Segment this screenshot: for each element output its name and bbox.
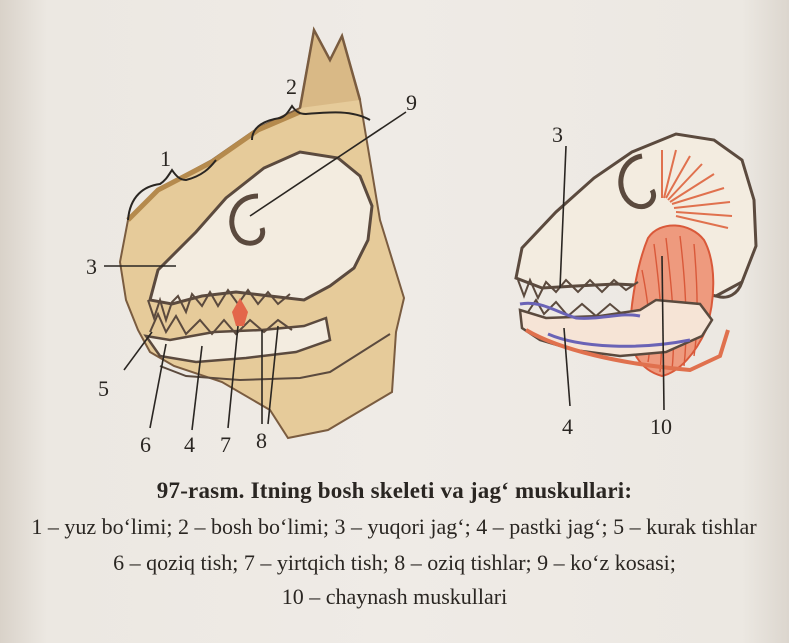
label-10: 10 — [650, 414, 672, 439]
caption-line-3: 10 – chaynash muskullari — [0, 584, 789, 610]
label-4-right: 4 — [562, 414, 573, 439]
caption-title: 97-rasm. Itning bosh skeleti va jag‘ mus… — [0, 478, 789, 504]
caption-line-2: 6 – qoziq tish; 7 – yirtqich tish; 8 – o… — [0, 550, 789, 576]
label-2: 2 — [286, 74, 297, 99]
right-skull-with-muscles — [516, 134, 756, 376]
label-1: 1 — [160, 146, 171, 171]
ear — [300, 30, 360, 108]
label-4-left: 4 — [184, 432, 195, 457]
label-5: 5 — [98, 376, 109, 401]
label-3-right: 3 — [552, 122, 563, 147]
label-6: 6 — [140, 432, 151, 457]
caption-line-1: 1 – yuz bo‘limi; 2 – bosh bo‘limi; 3 – y… — [0, 514, 789, 540]
label-9: 9 — [406, 90, 417, 115]
label-8: 8 — [256, 428, 267, 453]
label-7: 7 — [220, 432, 231, 457]
label-3-left: 3 — [86, 254, 97, 279]
